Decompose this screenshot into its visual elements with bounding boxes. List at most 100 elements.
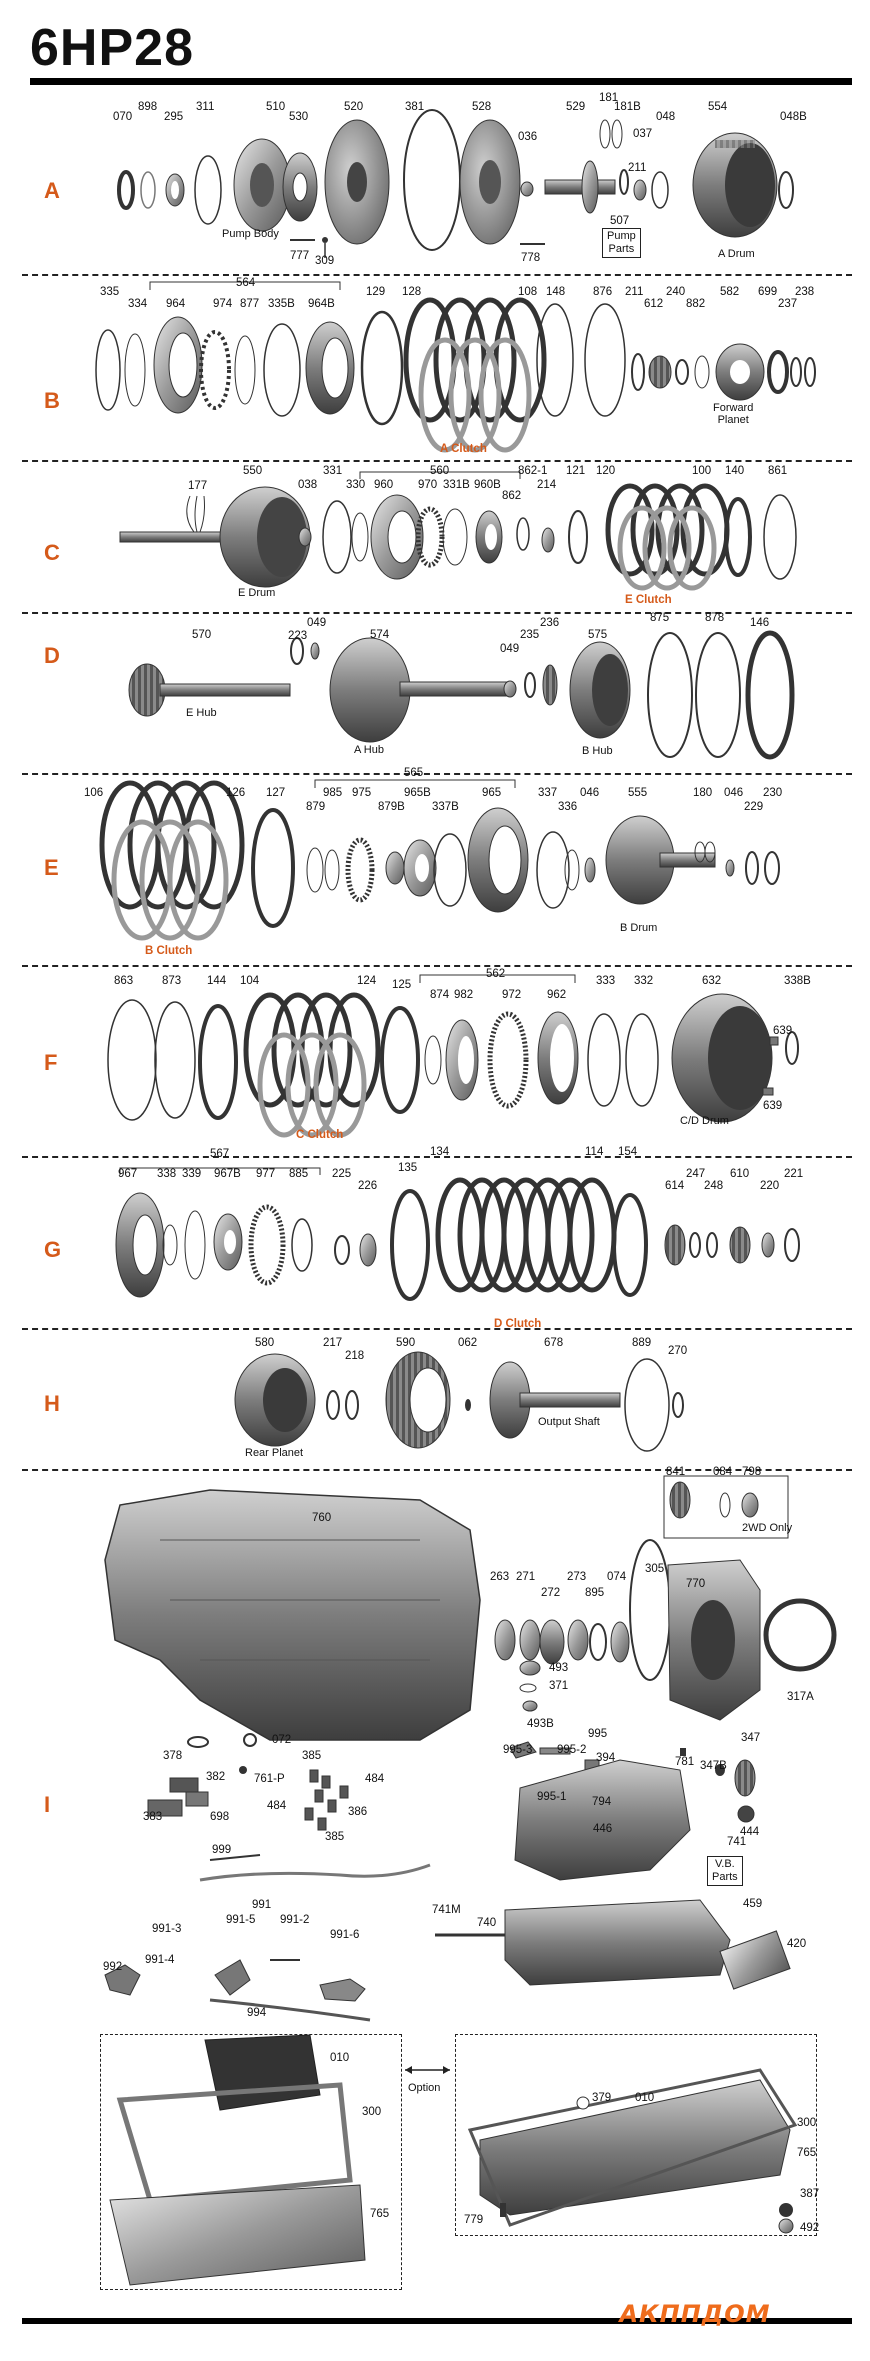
part-number: 378 [163,1750,183,1762]
section-h-parts [234,1351,684,1452]
part-number: 062 [458,1337,478,1349]
part-number: 247 [686,1168,706,1180]
part-number: 765 [797,2147,817,2159]
part-number: 379 [592,2092,612,2104]
part-number: 610 [730,1168,750,1180]
part-number: 570 [192,629,212,641]
part-number: 074 [607,1571,627,1583]
part-number: 046 [724,787,744,799]
section-f-parts [107,974,799,1138]
part-number: 048 [656,111,676,123]
part-number: 217 [323,1337,343,1349]
part-number: 779 [464,2214,484,2226]
part-number: 699 [758,286,778,298]
caption-e-hub: E Hub [186,707,217,719]
part-number: 084 [713,1466,733,1478]
part-number: 995-1 [537,1791,567,1803]
part-number: 555 [628,787,648,799]
part-number: 300 [362,2106,382,2118]
part-number: 134 [430,1146,450,1158]
caption-a-drum: A Drum [718,248,755,260]
part-number: 590 [396,1337,416,1349]
caption-d-clutch: D Clutch [494,1318,542,1330]
section-label-c: C [44,540,60,565]
part-number: 309 [315,255,335,267]
part-number: 120 [596,465,616,477]
caption-b-hub: B Hub [582,745,613,757]
part-number: 614 [665,1180,685,1192]
section-c-parts [119,471,797,591]
part-number: 991-3 [152,1923,182,1935]
part-number: 484 [267,1800,287,1812]
caption-b-drum: B Drum [620,922,658,934]
section-label-f: F [44,1050,58,1075]
part-number: 331 [323,465,343,477]
part-number: 271 [516,1571,536,1583]
part-number: 765 [370,2208,390,2220]
section-b-parts [95,281,816,453]
separator-h-i [22,1469,852,1471]
part-number: 128 [402,286,422,298]
part-number: 381 [405,101,425,113]
part-number: 331B [443,479,470,491]
separator-c-d [22,612,852,614]
part-number: 972 [502,989,522,1001]
caption-pump-parts: Pump Parts [602,228,641,258]
part-number: 760 [312,1512,332,1524]
part-number: 991 [252,1899,272,1911]
part-number: 970 [418,479,438,491]
part-number: 507 [610,215,630,227]
part-number: 038 [298,479,318,491]
part-number: 387 [800,2188,820,2200]
part-number: 991-6 [330,1929,360,1941]
part-number: 385 [325,1831,345,1843]
part-number: 221 [784,1168,804,1180]
part-number: 964B [308,298,335,310]
part-number: 562 [486,968,506,980]
part-number: 882 [686,298,706,310]
part-number: 632 [702,975,722,987]
part-number: 962 [547,989,567,1001]
part-number: 528 [472,101,492,113]
section-i-parts [104,1475,837,2286]
part-number: 964 [166,298,186,310]
part-number: 385 [302,1750,322,1762]
part-number: 889 [632,1337,652,1349]
part-number: 876 [593,286,613,298]
part-number: 272 [541,1587,561,1599]
part-number: 967B [214,1168,241,1180]
part-number: 270 [668,1345,688,1357]
part-number: 530 [289,111,309,123]
part-number: 960 [374,479,394,491]
option-pan-box-right [455,2034,817,2236]
part-number: 741M [432,1904,461,1916]
part-number: 070 [113,111,133,123]
part-number: 236 [540,617,560,629]
part-number: 878 [705,612,725,624]
part-number: 181 [599,92,619,104]
part-number: 336 [558,801,578,813]
part-number: 237 [778,298,798,310]
part-number: 235 [520,629,540,641]
part-number: 444 [740,1826,760,1838]
part-number: 333 [596,975,616,987]
part-number: 761-P [254,1773,285,1785]
separator-a-b [22,274,852,276]
part-number: 781 [675,1756,695,1768]
part-number: 330 [346,479,366,491]
part-number: 104 [240,975,260,987]
part-number: 125 [392,979,412,991]
caption-output-shaft: Output Shaft [538,1416,600,1428]
part-number: 446 [593,1823,613,1835]
part-number: 898 [138,101,158,113]
section-label-d: D [44,643,60,668]
part-number: 994 [247,2007,267,2019]
part-number: 383 [143,1811,163,1823]
part-number: 965B [404,787,431,799]
part-number: 140 [725,465,745,477]
part-number: 036 [518,131,538,143]
part-number: 048B [780,111,807,123]
part-number: 154 [618,1146,638,1158]
part-number: 347B [700,1760,727,1772]
